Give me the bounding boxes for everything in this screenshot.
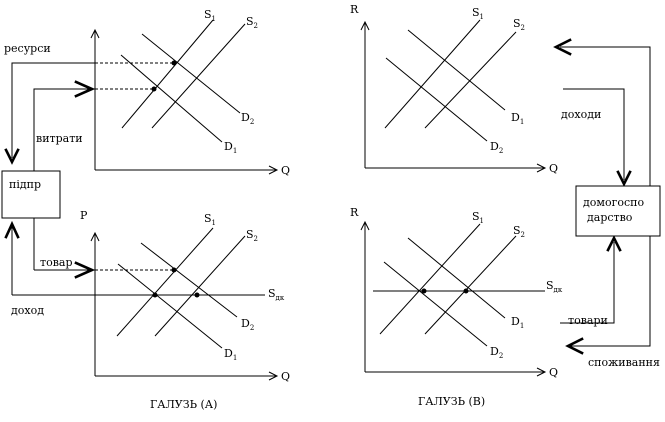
demand-curve-d2	[383, 261, 488, 347]
equilibrium-point	[421, 288, 427, 294]
equilibrium-point	[151, 86, 157, 92]
x-axis-label: Q	[549, 162, 558, 175]
supply-curve-s2	[154, 235, 246, 337]
caption-industry-a: ГАЛУЗЬ (А)	[150, 398, 217, 411]
demand-curve-d1	[407, 237, 506, 319]
curve-label-d1: D1	[224, 347, 237, 362]
y-axis-label: R	[350, 3, 359, 16]
demand-curve-d1	[117, 263, 223, 349]
demand-curve-d2	[385, 57, 488, 142]
curve-label-d2: D2	[241, 317, 254, 332]
costs-flow-arrowhead	[74, 80, 96, 98]
incomes-label: доходи	[561, 108, 601, 121]
curve-label-s2: S2	[246, 15, 258, 30]
right-flow-connectors	[553, 38, 651, 355]
curve-label-d1: D1	[511, 111, 524, 126]
household-box	[575, 185, 661, 237]
panel-a-top: Q S1 S2 D2 D1	[90, 8, 290, 177]
resources-flow-arrowhead	[4, 148, 20, 165]
equilibrium-point	[194, 292, 200, 298]
y-axis-arrow	[360, 220, 370, 231]
resources-label: ресурси	[4, 42, 51, 55]
curve-label-d1: D1	[511, 315, 524, 330]
panel-b-bottom: R Q S1 S2 Sдк D1 D2	[350, 206, 563, 379]
y-axis-arrow	[360, 20, 370, 31]
supply-curve-s1	[384, 19, 481, 129]
curve-label-sdk: Sдк	[546, 279, 563, 294]
equilibrium-point	[171, 267, 177, 273]
goods-right-arrowhead	[606, 235, 622, 252]
demand-curve-d2	[141, 33, 241, 114]
costs-label: витрати	[36, 132, 83, 145]
firm-label: підпр	[9, 178, 41, 191]
equilibrium-point	[171, 60, 177, 66]
x-axis-label: Q	[549, 366, 558, 379]
left-flow-connectors	[4, 62, 96, 295]
x-axis-label: Q	[281, 370, 290, 383]
curve-label-d2: D2	[490, 345, 503, 360]
demand-curve-d2	[140, 242, 238, 318]
consumption-flow-line	[570, 236, 651, 347]
demand-curve-d1	[407, 29, 506, 111]
goods-right-label: товари	[568, 314, 608, 327]
supply-curve-s2	[424, 235, 517, 335]
supply-curve-s2	[424, 31, 517, 129]
y-axis-arrow	[90, 231, 100, 242]
goods-right-flow-line	[560, 242, 615, 324]
x-axis-arrow	[536, 367, 547, 377]
consumption-arrowhead	[565, 337, 584, 355]
curve-label-s1: S1	[472, 210, 484, 225]
panel-b-top: R Q S1 S2 D1 D2	[350, 3, 558, 175]
curve-label-s1: S1	[204, 212, 216, 227]
supply-curve-s2	[151, 23, 246, 129]
panel-a-bottom: P Q S1 S2 Sдк D2 D1	[12, 209, 290, 383]
income-flow-arrowhead	[4, 220, 20, 239]
supply-curve-s1	[379, 223, 481, 335]
curve-label-s2: S2	[246, 228, 258, 243]
x-axis-arrow	[536, 163, 547, 173]
curve-label-d2: D2	[490, 140, 503, 155]
incomes-in-flow-line	[563, 88, 625, 180]
incomes-out-flow-line	[560, 46, 651, 186]
resources-flow-line	[11, 62, 95, 158]
curve-label-sdk: Sдк	[268, 287, 285, 302]
incomes-out-arrowhead	[553, 38, 572, 56]
caption-industry-b: ГАЛУЗЬ (В)	[418, 395, 485, 408]
curve-label-s1: S1	[472, 6, 484, 21]
supply-curve-s1	[116, 227, 214, 337]
equilibrium-point	[463, 288, 469, 294]
household-label-line1: домогоспо	[583, 196, 644, 209]
curve-label-d2: D2	[241, 111, 254, 126]
y-axis-label: P	[80, 209, 88, 222]
income-label: доход	[11, 304, 44, 317]
y-axis-label: R	[350, 206, 359, 219]
curve-label-d1: D1	[224, 140, 237, 155]
x-axis-arrow	[268, 165, 279, 175]
curve-label-s2: S2	[513, 17, 525, 32]
supply-curve-s1	[121, 19, 214, 129]
equilibrium-point	[152, 292, 158, 298]
x-axis-arrow	[268, 371, 279, 381]
household-label-line2: дарство	[587, 211, 633, 224]
firm-box	[1, 170, 61, 219]
y-axis-arrow	[90, 28, 100, 39]
goods-flow-arrowhead	[74, 261, 96, 279]
x-axis-label: Q	[281, 164, 290, 177]
demand-curve-d1	[120, 54, 223, 143]
curve-label-s2: S2	[513, 224, 525, 239]
goods-label: товар	[40, 256, 73, 269]
incomes-in-arrowhead	[616, 170, 632, 187]
consumption-label: споживання	[588, 356, 660, 369]
curve-label-s1: S1	[204, 8, 216, 23]
costs-flow-line	[33, 88, 95, 171]
